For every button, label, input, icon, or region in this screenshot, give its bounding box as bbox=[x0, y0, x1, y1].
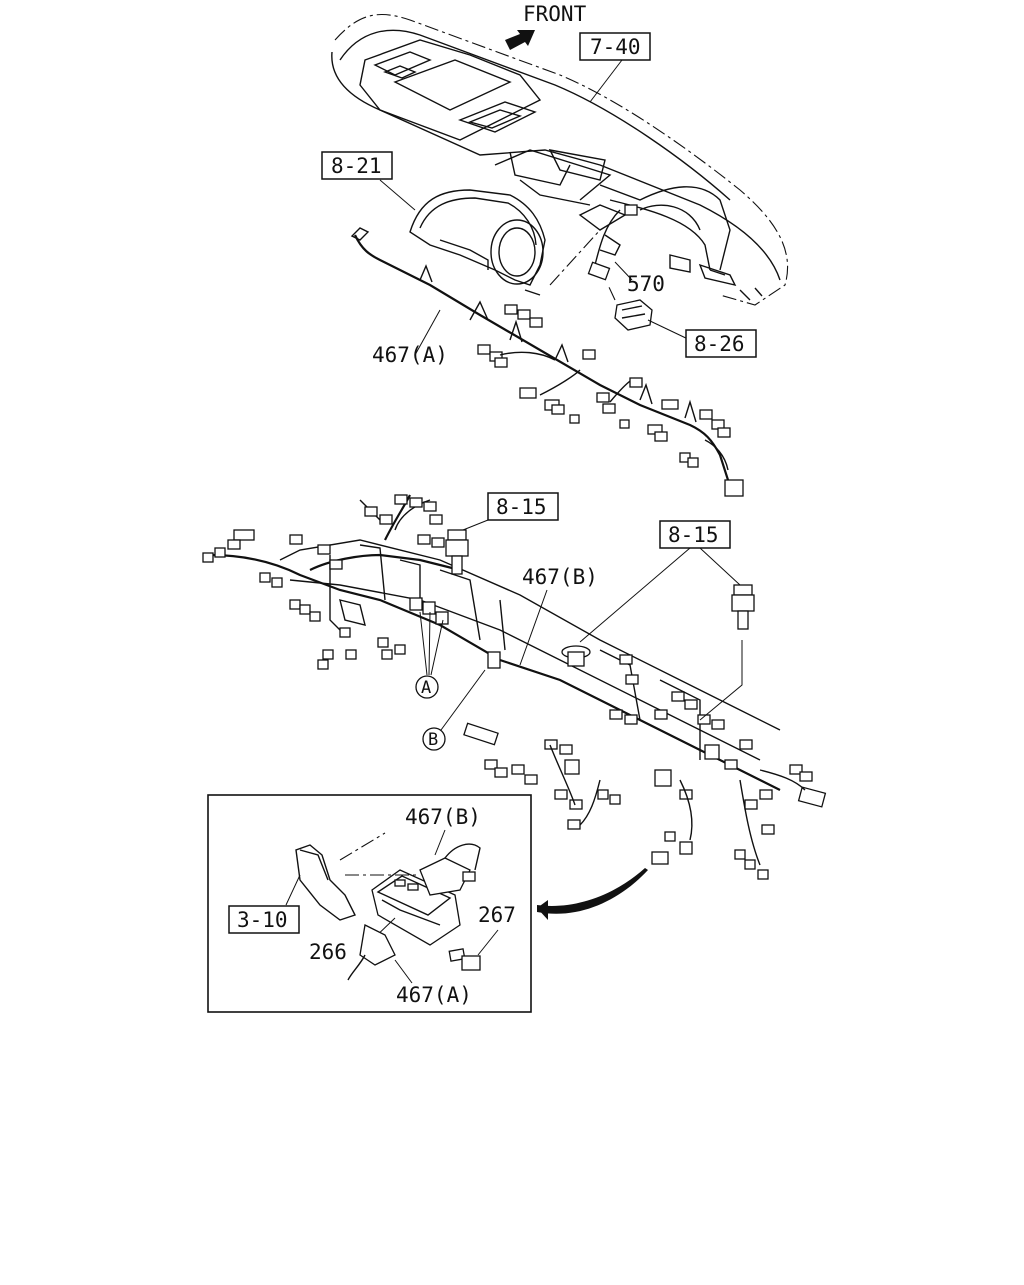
leader-467a-top bbox=[414, 309, 441, 356]
callout-b-label: B bbox=[428, 730, 438, 750]
leader-callout-b bbox=[440, 669, 486, 731]
leader-7-40 bbox=[589, 59, 623, 103]
inset-467a-label: 467(A) bbox=[396, 983, 472, 1007]
ref-box-8-26[interactable] bbox=[685, 329, 757, 358]
ref-box-3-10[interactable] bbox=[228, 905, 300, 934]
ref-box-7-40[interactable] bbox=[579, 32, 651, 61]
inset-harness-467a-connector bbox=[347, 924, 396, 981]
part-570-label: 570 bbox=[627, 272, 665, 296]
bolt-right bbox=[731, 584, 755, 630]
part-570-connector bbox=[587, 204, 638, 281]
detail-inset-frame bbox=[207, 794, 532, 1013]
inset-467b-label: 467(B) bbox=[405, 805, 481, 829]
part-8-26-connector bbox=[614, 299, 653, 331]
leader-inset-467b bbox=[434, 829, 446, 856]
leader-267 bbox=[477, 929, 499, 956]
ref-box-8-21[interactable] bbox=[321, 151, 393, 180]
dashed-guide-2 bbox=[607, 284, 616, 301]
harness-467a-label: 467(A) bbox=[372, 343, 448, 367]
leader-inset-467a bbox=[394, 959, 413, 984]
ref-box-8-15-left[interactable] bbox=[487, 492, 559, 521]
harness-467b-label: 467(B) bbox=[522, 565, 598, 589]
callout-b-circle[interactable] bbox=[422, 727, 446, 751]
ref-7-40-label: 7-40 bbox=[590, 35, 641, 59]
front-arrow-icon bbox=[505, 30, 535, 50]
grommet-nut bbox=[561, 645, 591, 667]
inset-bolt-267 bbox=[448, 948, 481, 971]
leader-8-26 bbox=[647, 319, 691, 341]
ref-8-15-left-label: 8-15 bbox=[496, 495, 547, 519]
ref-8-15-right-label: 8-15 bbox=[668, 523, 719, 547]
leader-bolt-right-down bbox=[699, 640, 743, 721]
ref-box-8-15-right[interactable] bbox=[659, 520, 731, 549]
leader-8-15-right bbox=[579, 547, 741, 643]
inset-dashed-guide bbox=[339, 832, 386, 861]
harness-467b-assembly bbox=[202, 494, 827, 880]
bolt-left bbox=[445, 529, 469, 575]
detail-arrow-icon bbox=[537, 868, 648, 914]
inset-harness-467b-connector bbox=[419, 843, 481, 896]
leader-3-10 bbox=[285, 874, 301, 906]
leader-8-21 bbox=[379, 179, 416, 211]
instrument-panel bbox=[331, 14, 789, 306]
inset-266-label: 266 bbox=[309, 940, 347, 964]
ref-8-21-label: 8-21 bbox=[331, 154, 382, 178]
callout-a-label: A bbox=[421, 678, 431, 698]
leader-callout-a bbox=[419, 611, 444, 676]
dashed-guide-1 bbox=[549, 229, 601, 286]
harness-467a bbox=[350, 227, 744, 497]
ref-8-26-label: 8-26 bbox=[694, 332, 745, 356]
ref-3-10-label: 3-10 bbox=[237, 908, 288, 932]
callout-a-circle[interactable] bbox=[415, 675, 439, 699]
meter-cluster bbox=[409, 189, 546, 296]
inset-267-label: 267 bbox=[478, 903, 516, 927]
leader-570 bbox=[614, 261, 633, 281]
leader-467b-mid bbox=[519, 589, 548, 666]
front-label: FRONT bbox=[523, 2, 587, 26]
inset-bracket-3-10 bbox=[295, 844, 356, 921]
